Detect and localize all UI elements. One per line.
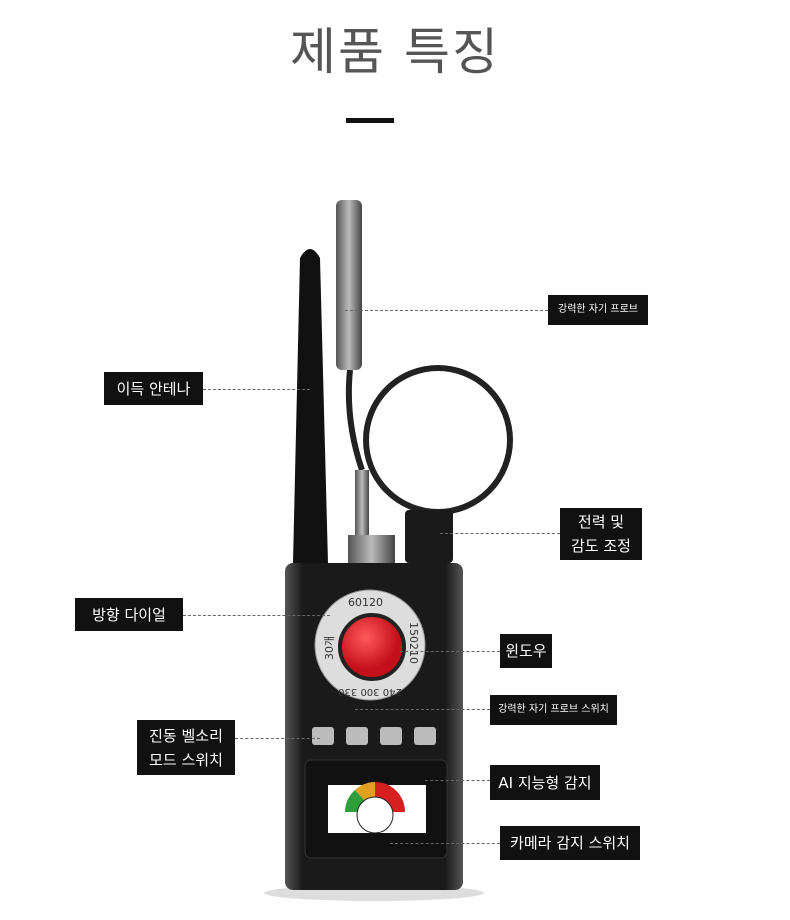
label-probe-switch: 강력한 자기 프로브 스위치 [490,695,617,725]
magnetic-probe [336,200,362,370]
page-title: 제품 특징 [290,23,500,81]
label-line: 감도 조정 [571,537,631,555]
label-direction-dial: 방향 다이얼 [75,598,183,631]
label-antenna: 이득 안테나 [104,372,203,405]
label-line: 전력 및 [577,513,625,531]
label-magnetic-probe: 강력한 자기 프로브 [548,295,648,325]
label-line: 진동 벨소리 [149,726,223,745]
label-window: 윈도우 [500,634,552,668]
switch-buttons [312,727,436,745]
power-knob [405,510,453,563]
label-line: 모드 스위치 [149,750,223,769]
label-camera-switch: 카메라 감지 스위치 [500,826,640,860]
dial-mark-left: 30개 [323,636,336,660]
dial-mark-bottom: 240 300 330 [338,686,402,697]
label-ai-detection: AI 지능형 감지 [490,765,600,800]
coil-cable [363,365,513,515]
title-underline [346,118,394,123]
window-button [338,613,406,681]
dial-mark: 60120 [348,596,383,609]
antenna [293,249,328,563]
dial-mark-right: 150210 [407,622,420,664]
